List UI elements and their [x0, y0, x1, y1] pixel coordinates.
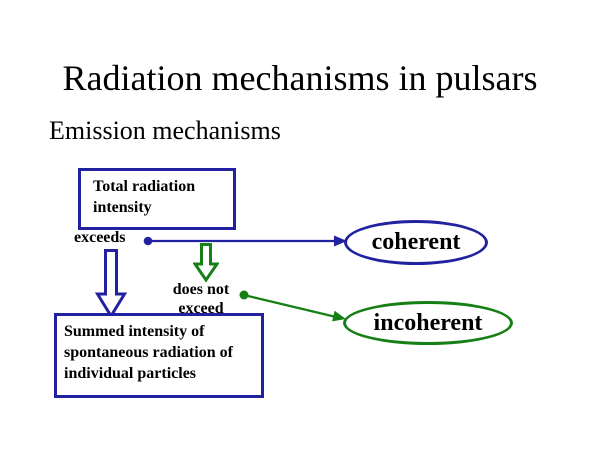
blue-connector-arrow — [143, 235, 347, 247]
slide-subtitle: Emission mechanisms — [49, 116, 281, 145]
incoherent-label: incoherent — [373, 309, 483, 336]
coherent-ellipse: coherent — [344, 220, 488, 265]
incoherent-ellipse: incoherent — [343, 301, 513, 345]
green-block-arrow-down-icon — [193, 243, 219, 283]
coherent-label: coherent — [371, 229, 461, 255]
total-radiation-intensity-label: Total radiation intensity — [93, 178, 196, 216]
total-radiation-intensity-box: Total radiation intensity — [78, 168, 236, 230]
summed-intensity-box: Summed intensity of spontaneous radiatio… — [54, 313, 264, 398]
exceeds-label: exceeds — [74, 229, 126, 246]
does-not-exceed-label: does not exceed — [172, 281, 230, 317]
blue-block-arrow-down-icon — [95, 249, 127, 319]
slide-title: Radiation mechanisms in pulsars — [62, 58, 538, 98]
blue-connector-dot — [143, 236, 153, 246]
summed-intensity-label: Summed intensity of spontaneous radiatio… — [64, 323, 233, 382]
